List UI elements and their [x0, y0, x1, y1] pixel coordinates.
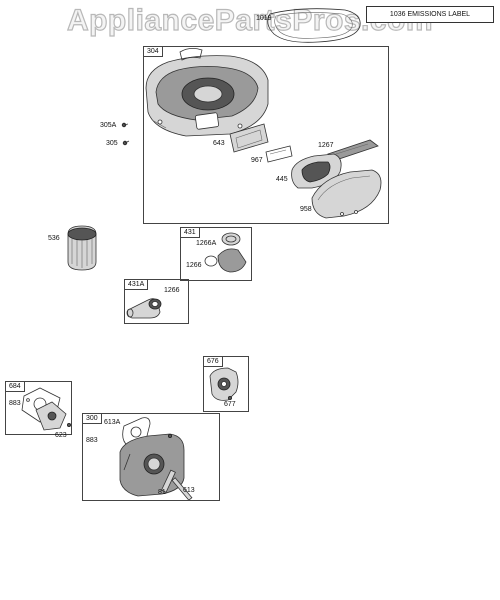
group-box-300: 300: [82, 413, 220, 501]
group-box-431: 431: [180, 227, 252, 281]
intake-431a-drawing: [126, 298, 162, 319]
callout-613: 613: [183, 487, 195, 494]
group-box-676: 676: [203, 356, 249, 412]
callout-958: 958: [300, 206, 312, 213]
callout-81: 81: [158, 489, 166, 496]
screws-305-drawing: [121, 122, 130, 146]
callout-1266-431: 1266: [186, 262, 202, 269]
callout-643: 643: [213, 140, 225, 147]
emissions-label-box: 1036 EMISSIONS LABEL: [366, 6, 494, 23]
callout-536: 536: [48, 235, 60, 242]
panel-643-drawing: [229, 123, 269, 153]
callout-613a: 613A: [104, 419, 121, 426]
callout-967: 967: [251, 157, 263, 164]
air-filter-445-drawing: [291, 153, 342, 189]
callout-1019: 1019: [256, 15, 272, 22]
group-box-431a: 431A: [124, 279, 189, 324]
muffler-300-drawing: [119, 417, 193, 501]
callout-883-300: 883: [86, 437, 98, 444]
group-label-431a: 431A: [124, 279, 149, 290]
group-label-300: 300: [82, 413, 102, 424]
cover-958-drawing: [311, 169, 382, 219]
callout-1266a: 1266A: [196, 240, 217, 247]
callout-1267: 1267: [318, 142, 334, 149]
group-label-684: 684: [5, 381, 25, 392]
group-box-304: 304: [143, 46, 389, 224]
callout-677: 677: [224, 401, 236, 408]
bracket-676-drawing: [209, 367, 239, 401]
intake-431-drawing: [204, 232, 247, 273]
callout-883-684: 883: [9, 400, 21, 407]
callout-445: 445: [276, 176, 288, 183]
group-label-431: 431: [180, 227, 200, 238]
group-box-684: 684: [5, 381, 72, 435]
gasket-1019-drawing: [262, 8, 361, 43]
callout-1266-431a: 1266: [164, 287, 180, 294]
blower-housing-drawing: [145, 48, 269, 137]
label-967-drawing: [265, 145, 293, 163]
callout-623: 623: [55, 432, 67, 439]
callout-305: 305: [106, 140, 118, 147]
muffler-gasket-684-drawing: [21, 387, 72, 431]
callout-305a: 305A: [100, 122, 117, 129]
filter-536-drawing: [67, 225, 97, 271]
group-label-304: 304: [143, 46, 163, 57]
group-label-676: 676: [203, 356, 223, 367]
